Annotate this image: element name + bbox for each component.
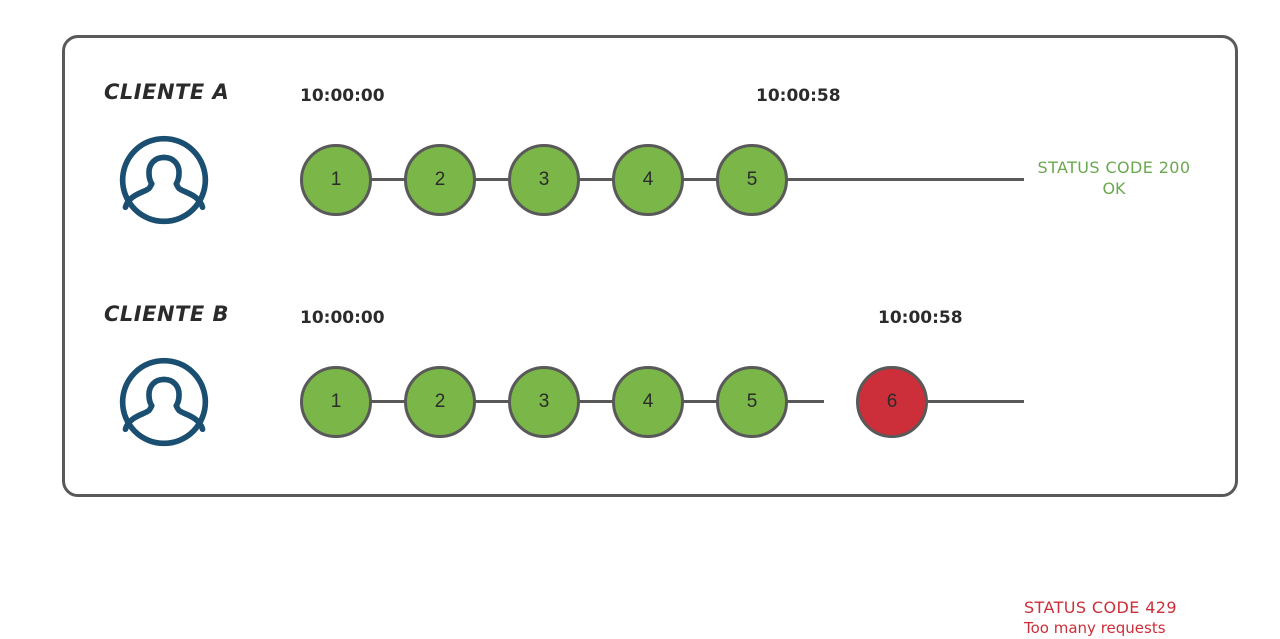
row-a-status: STATUS CODE 200 OK bbox=[1024, 157, 1204, 199]
connector bbox=[576, 178, 616, 181]
status-code-text: STATUS CODE 429 bbox=[1024, 598, 1177, 617]
status-message-text: OK bbox=[1102, 179, 1126, 198]
connector-to-status bbox=[784, 178, 1024, 181]
request-node[interactable]: 3 bbox=[508, 366, 580, 438]
request-node[interactable]: 5 bbox=[716, 144, 788, 216]
row-b-status: STATUS CODE 429 Too many requests bbox=[1024, 597, 1234, 639]
request-node[interactable]: 5 bbox=[716, 366, 788, 438]
connector bbox=[472, 400, 512, 403]
connector bbox=[576, 400, 616, 403]
diagram-canvas: CLIENTE A 10:00:00 10:00:58 1 2 3 4 5 ST… bbox=[62, 35, 1238, 637]
row-b-timestamp-end: 10:00:58 bbox=[878, 308, 963, 328]
request-node[interactable]: 4 bbox=[612, 144, 684, 216]
row-a-timestamp-end: 10:00:58 bbox=[756, 86, 841, 106]
request-node[interactable]: 1 bbox=[300, 366, 372, 438]
connector-to-status bbox=[888, 400, 1024, 403]
request-node[interactable]: 1 bbox=[300, 144, 372, 216]
request-node-rejected[interactable]: 6 bbox=[856, 366, 928, 438]
status-code-text: STATUS CODE 200 bbox=[1037, 158, 1191, 177]
request-node[interactable]: 2 bbox=[404, 366, 476, 438]
row-b-timestamp-start: 10:00:00 bbox=[300, 308, 385, 328]
status-message-text: Too many requests bbox=[1024, 619, 1166, 637]
connector bbox=[680, 178, 720, 181]
user-avatar-icon bbox=[117, 355, 211, 449]
user-avatar-icon bbox=[117, 133, 211, 227]
client-a-label: CLIENTE A bbox=[104, 80, 230, 104]
client-b-label: CLIENTE B bbox=[104, 302, 230, 326]
connector bbox=[368, 400, 408, 403]
row-a-timestamp-start: 10:00:00 bbox=[300, 86, 385, 106]
connector bbox=[784, 400, 824, 403]
connector bbox=[680, 400, 720, 403]
connector bbox=[472, 178, 512, 181]
request-node[interactable]: 4 bbox=[612, 366, 684, 438]
request-node[interactable]: 2 bbox=[404, 144, 476, 216]
connector bbox=[368, 178, 408, 181]
request-node[interactable]: 3 bbox=[508, 144, 580, 216]
